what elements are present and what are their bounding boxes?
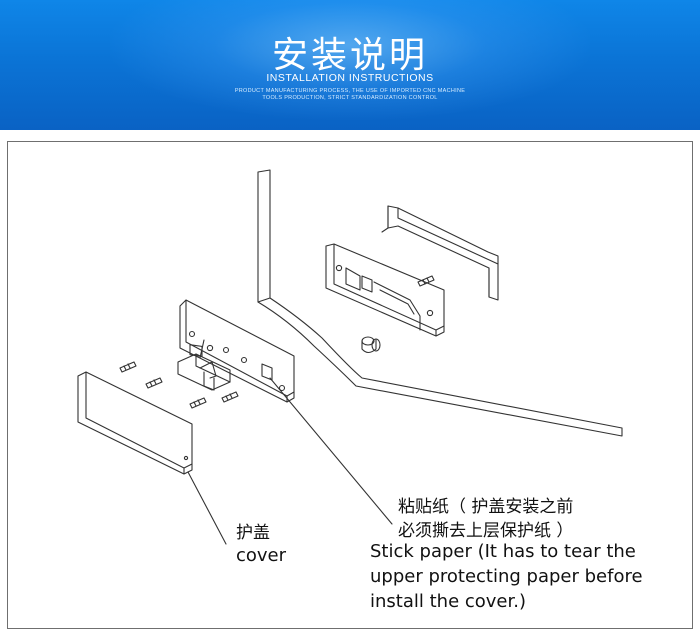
cover-label-en: cover xyxy=(236,545,287,566)
mounting-plate xyxy=(325,243,445,337)
header-banner: 安装说明 INSTALLATION INSTRUCTIONS PRODUCT M… xyxy=(0,0,700,130)
stick-paper-label-cn-2: 必须撕去上层保护纸 ） xyxy=(398,521,574,541)
stick-paper-label-en-3: install the cover.) xyxy=(370,591,526,612)
banner-tagline-1: PRODUCT MANUFACTURING PROCESS, THE USE O… xyxy=(234,88,466,94)
bracket xyxy=(177,339,231,391)
stick-paper-label-en-1: Stick paper (It has to tear the xyxy=(370,541,636,562)
banner-tagline-2: TOOLS PRODUCTION, STRICT STANDARDIZATION… xyxy=(262,95,438,101)
screw-top xyxy=(417,275,435,287)
page-subtitle: INSTALLATION INSTRUCTIONS xyxy=(266,72,434,84)
stick-paper-label-en-2: upper protecting paper before xyxy=(370,566,643,587)
page-title: 安装说明 xyxy=(271,35,428,76)
leader-stick-paper xyxy=(269,377,393,525)
banner-glow xyxy=(110,0,590,120)
bolt xyxy=(361,336,381,354)
back-channel-plate xyxy=(381,205,499,301)
stick-paper-label-cn-1: 粘贴纸（ 护盖安装之前 xyxy=(398,497,574,517)
screw-1 xyxy=(119,361,137,373)
screw-2 xyxy=(145,377,163,389)
cover-label-cn: 护盖 xyxy=(236,523,270,543)
diagram-frame xyxy=(7,141,693,629)
screw-3 xyxy=(189,397,207,409)
leader-cover xyxy=(187,471,227,545)
cover-part xyxy=(77,371,193,475)
screw-4 xyxy=(221,391,239,403)
door-outline xyxy=(257,169,623,437)
